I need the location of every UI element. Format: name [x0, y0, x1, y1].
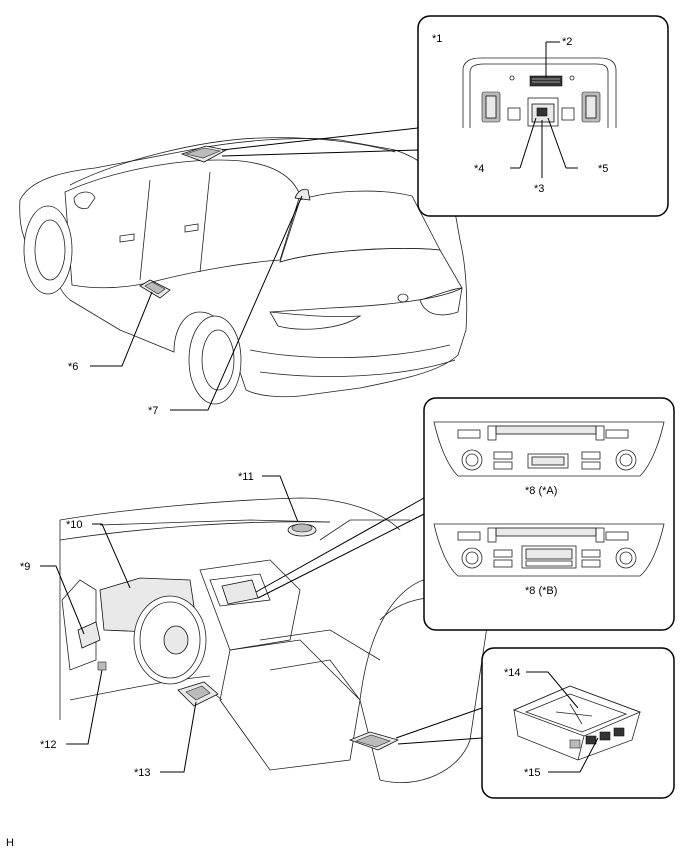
callout-15: *15 [524, 767, 541, 779]
callout-9: *9 [20, 561, 30, 573]
callout-2: *2 [562, 36, 572, 48]
overhead-console-detail-box [417, 15, 669, 217]
interior-parts [77, 523, 400, 751]
door-component [139, 279, 171, 299]
vehicle-interior-illustration [59, 497, 489, 783]
roof-antenna [294, 188, 311, 201]
center-panel-variant-a [433, 421, 665, 477]
callout-3: *3 [534, 183, 544, 195]
callout-4: *4 [474, 163, 484, 175]
ecu-detail-box [481, 647, 675, 799]
center-panel-variant-b [433, 523, 665, 577]
callout-5: *5 [598, 163, 608, 175]
vehicle-exterior-illustration [19, 137, 468, 405]
callout-8b: *8 (*B) [525, 585, 557, 597]
callout-10: *10 [66, 519, 83, 531]
callout-14: *14 [504, 667, 521, 679]
callout-1: *1 [432, 33, 442, 45]
callout-8a: *8 (*A) [525, 485, 557, 497]
callout-13: *13 [134, 767, 151, 779]
callout-12: *12 [40, 739, 57, 751]
figure-code: H [6, 837, 14, 849]
center-panel-detail-box: *8 (*A) *8 (*B) [423, 397, 675, 631]
callout-7: *7 [148, 405, 158, 417]
callout-6: *6 [68, 361, 78, 373]
callout-11: *11 [238, 471, 254, 483]
